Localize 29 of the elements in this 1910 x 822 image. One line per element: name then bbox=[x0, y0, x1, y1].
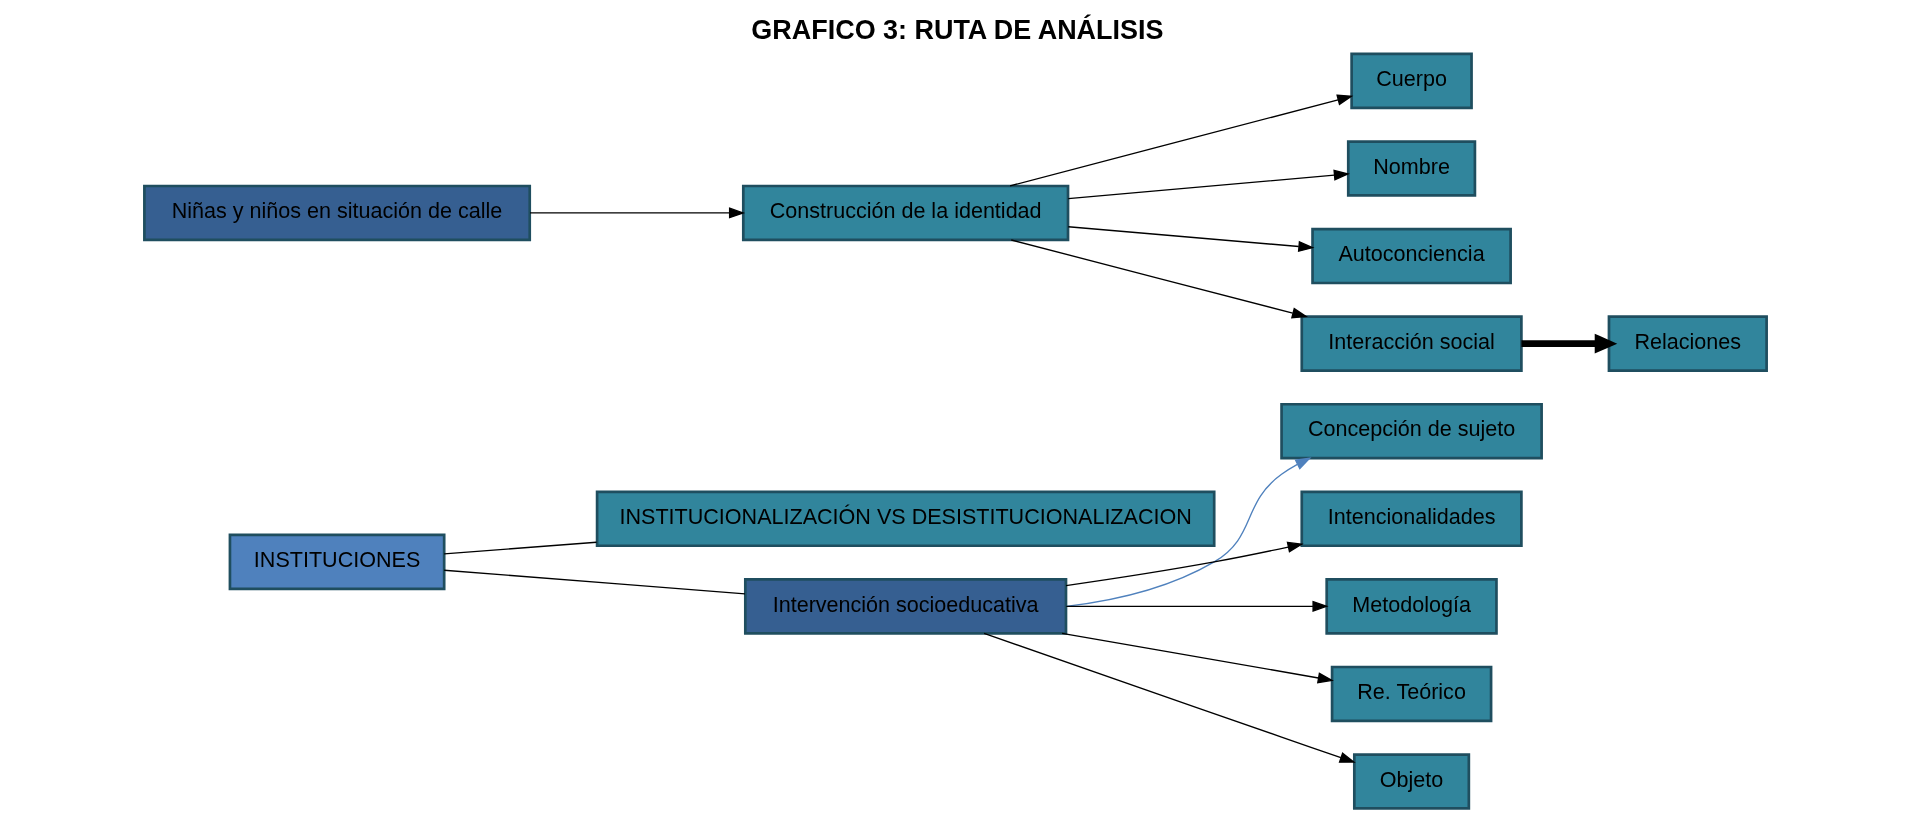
arrow bbox=[1060, 632, 1334, 684]
arrow bbox=[1010, 239, 1308, 319]
arrow bbox=[1520, 333, 1617, 354]
connector bbox=[443, 541, 597, 555]
arrow bbox=[1008, 94, 1353, 187]
node-box: Re. Teórico bbox=[1330, 665, 1492, 723]
node-box: Nombre bbox=[1346, 140, 1476, 197]
node-box: INSTITUCIONALIZACIÓN VS DESISTITUCIONALIZACION bbox=[595, 490, 1216, 548]
arrow bbox=[528, 207, 745, 219]
diagram-title: GRAFICO 3: RUTA DE ANÁLISIS bbox=[750, 15, 1163, 46]
arrow bbox=[1064, 541, 1304, 587]
arrow bbox=[982, 632, 1356, 763]
node-box: Niñas y niños en situación de calle bbox=[142, 184, 531, 242]
node-box: Intencionalidades bbox=[1299, 490, 1523, 548]
connector bbox=[443, 569, 746, 595]
node-box: Cuerpo bbox=[1349, 52, 1473, 110]
arrow bbox=[1067, 169, 1350, 200]
node-box: Autoconciencia bbox=[1310, 227, 1512, 285]
arrow bbox=[1065, 457, 1311, 608]
arrow bbox=[1067, 226, 1314, 253]
node-box: Relaciones bbox=[1607, 315, 1768, 372]
node-box: Construcción de la identidad bbox=[741, 184, 1069, 242]
node-box: INSTITUCIONES bbox=[228, 533, 446, 591]
node-box: Metodología bbox=[1324, 578, 1498, 635]
node-box: Concepción de sujeto bbox=[1279, 402, 1543, 460]
node-box: Intervención socioeducativa bbox=[743, 578, 1067, 635]
arrow bbox=[1065, 600, 1329, 613]
node-box: Interacción social bbox=[1299, 315, 1523, 372]
node-box: Objeto bbox=[1352, 753, 1470, 810]
